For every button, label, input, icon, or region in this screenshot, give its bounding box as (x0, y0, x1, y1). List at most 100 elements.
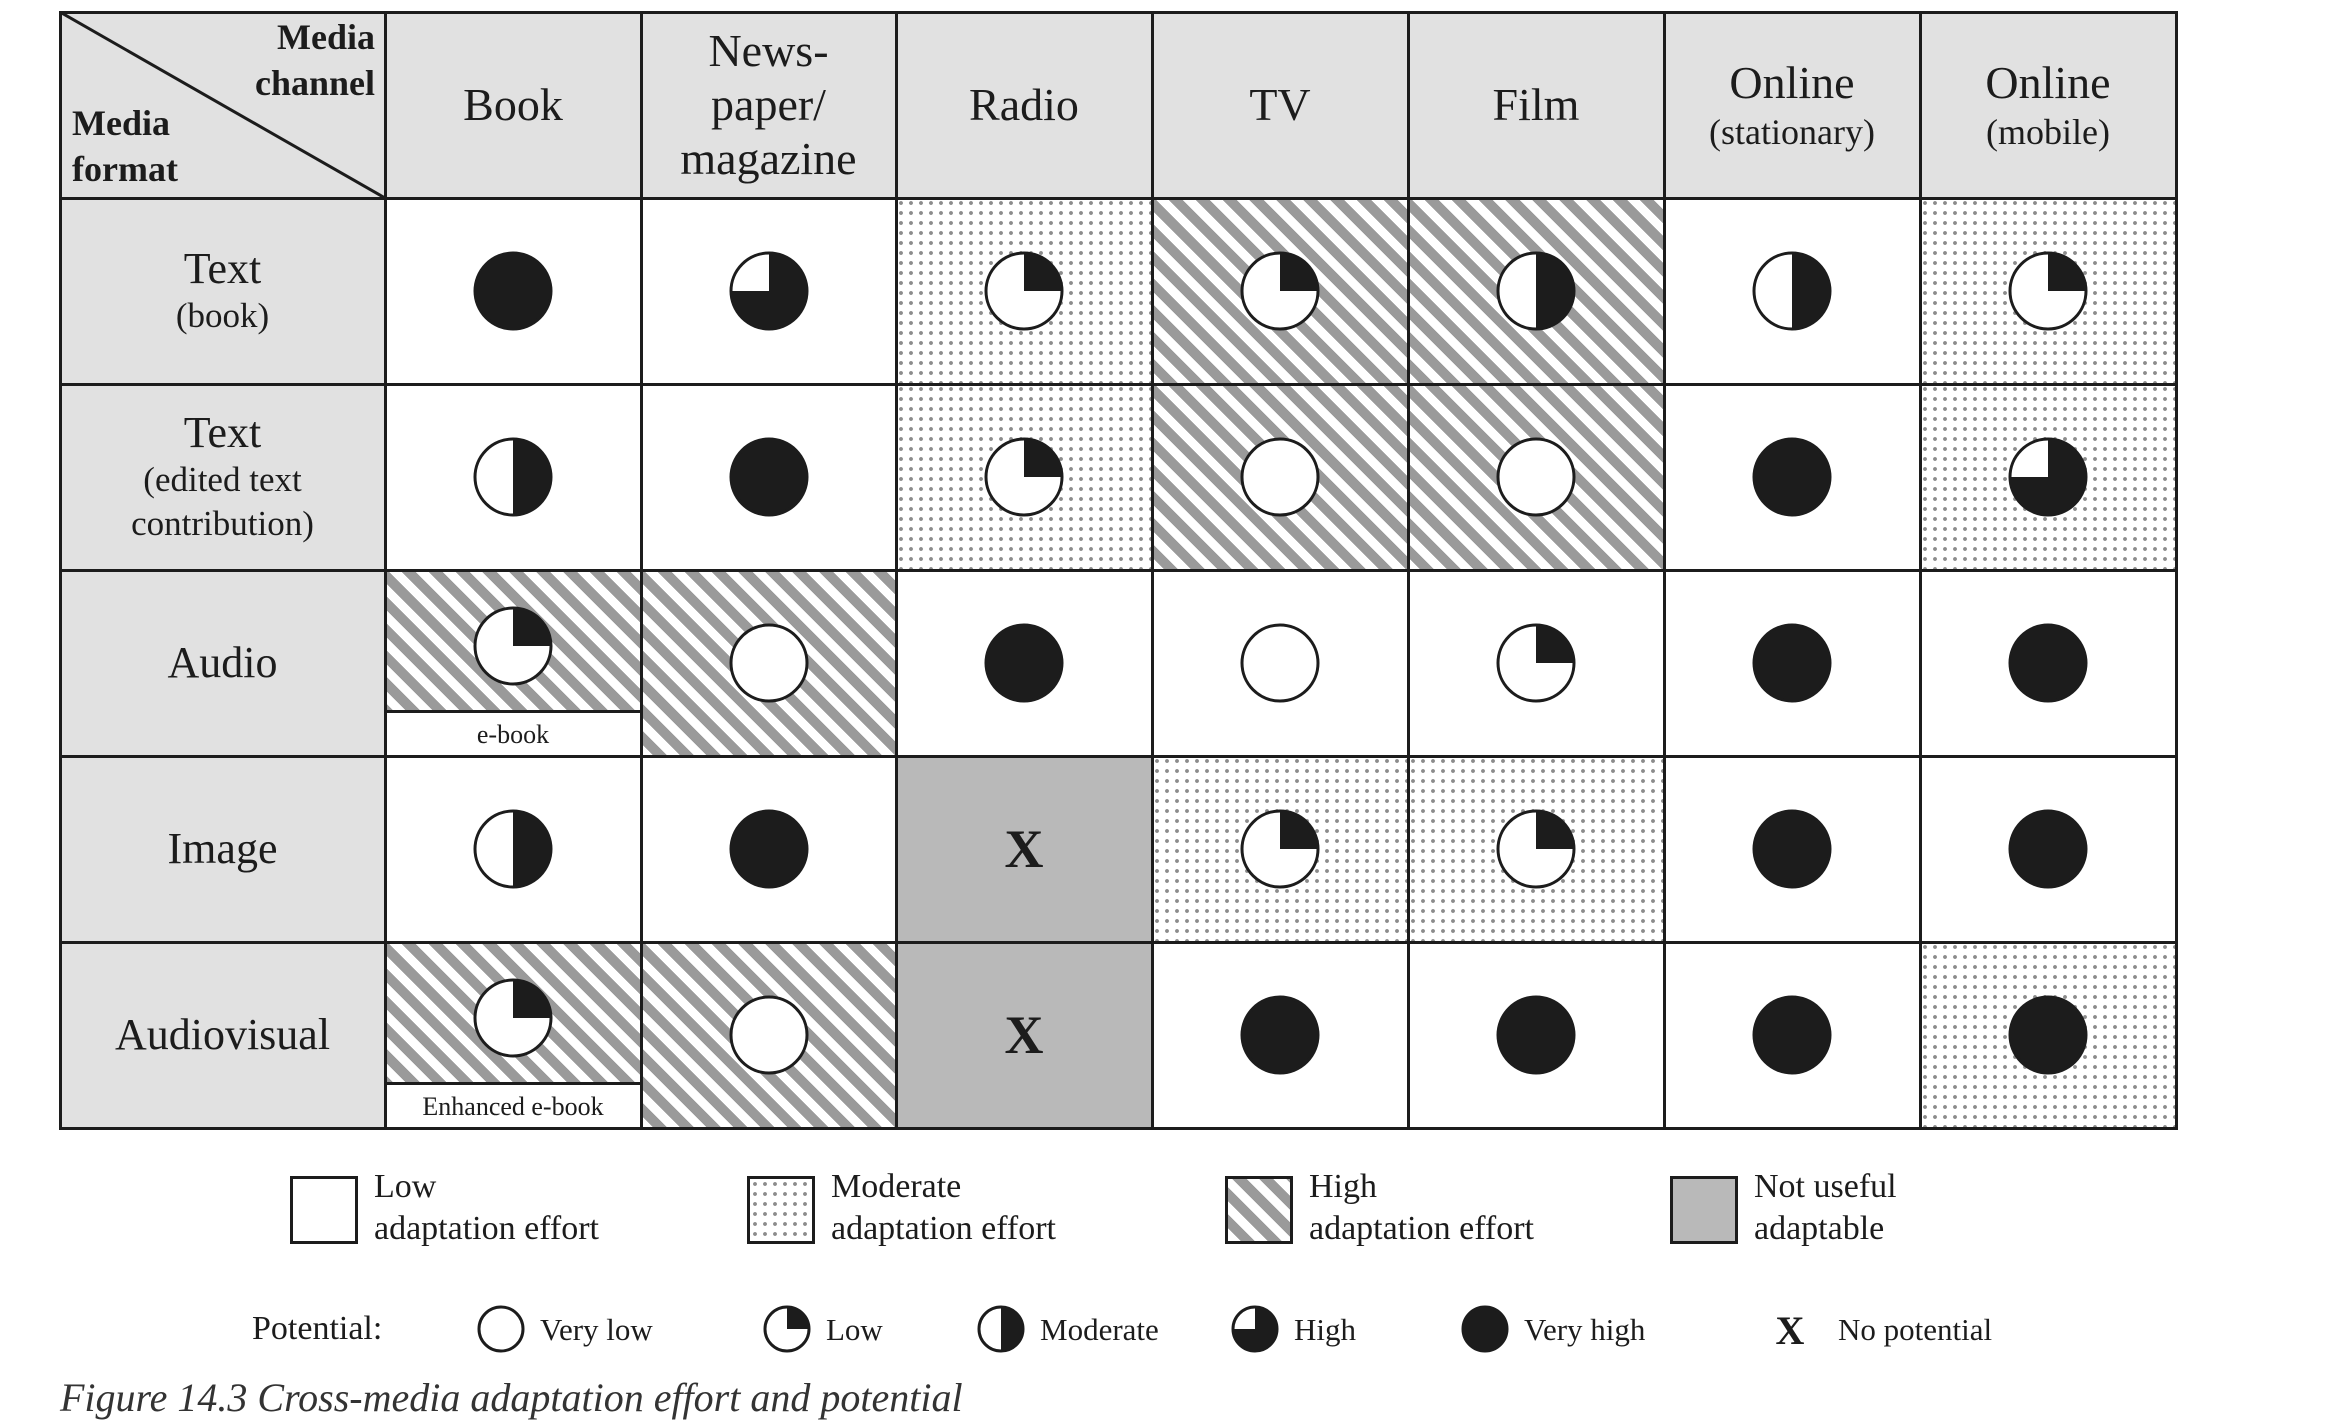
grid-line-horizontal (58, 382, 2178, 386)
column-header-7: Online(mobile) (1920, 12, 2176, 198)
potential-moderate-icon (473, 809, 553, 889)
matrix-cell-r3-c1: e-book (385, 570, 641, 756)
matrix-cell-r4-c5 (1408, 756, 1664, 942)
column-header-2-line-3: magazine (680, 133, 857, 184)
potential-moderate-icon (1752, 251, 1832, 331)
potential-very-high-icon (1240, 995, 1320, 1075)
cell-sublabel: e-book (385, 710, 641, 756)
row-header-5-line-1: Audiovisual (114, 1010, 331, 1059)
matrix-cell-r1-c2 (641, 198, 896, 384)
potential-very-low-icon (729, 995, 808, 1075)
matrix-cell-r4-c4 (1152, 756, 1408, 942)
corner-media-channel-label: Media channel (255, 14, 375, 106)
effort-legend-line2: adaptation effort (374, 1210, 600, 1247)
corner-bottom-line2: format (72, 149, 178, 189)
row-header-4: Image (60, 756, 385, 942)
matrix-cell-r1-c1 (385, 198, 641, 384)
grid-line-horizontal (58, 568, 2178, 572)
matrix-cell-r5-c3: X (896, 942, 1152, 1128)
potential-high-icon (2008, 437, 2088, 517)
potential-very-high-icon (2008, 995, 2088, 1075)
matrix-cell-r2-c7 (1920, 384, 2176, 570)
matrix-cell-r4-c7 (1920, 756, 2176, 942)
row-header-1-line-1: Text (183, 244, 262, 293)
column-header-3: Radio (896, 12, 1152, 198)
potential-legend-very-high-icon (1461, 1305, 1509, 1353)
potential-very-low-icon (729, 623, 808, 703)
matrix-cell-r4-c2 (641, 756, 896, 942)
potential-moderate-icon (473, 437, 553, 517)
potential-legend-high-icon (1231, 1305, 1279, 1353)
figure-caption: Figure 14.3 Cross-media adaptation effor… (60, 1375, 963, 1420)
corner-diagonal (60, 12, 385, 198)
row-header-1: Text(book) (60, 198, 385, 384)
potential-very-low-icon (1240, 623, 1320, 703)
corner-top-line1: Media (277, 17, 375, 57)
effort-swatch-high (1225, 1176, 1293, 1244)
matrix-cell-r4-c3: X (896, 756, 1152, 942)
column-header-3-line-1: Radio (969, 79, 1079, 130)
column-header-6: Online(stationary) (1664, 12, 1920, 198)
grid-line-horizontal (58, 10, 2178, 14)
matrix-cell-r2-c5 (1408, 384, 1664, 570)
potential-very-high-icon (2008, 623, 2088, 703)
potential-low-icon (473, 978, 553, 1058)
potential-very-low-icon (1240, 437, 1320, 517)
potential-very-high-icon (729, 437, 808, 517)
effort-legend-line2: adaptation effort (1309, 1210, 1535, 1247)
potential-legend-label: High (1294, 1312, 1356, 1347)
matrix-cell-r2-c3 (896, 384, 1152, 570)
effort-legend-line1: Low (374, 1168, 437, 1205)
matrix-cell-r3-c3 (896, 570, 1152, 756)
effort-legend-line2: adaptable (1754, 1210, 1885, 1247)
matrix-cell-r4-c6 (1664, 756, 1920, 942)
matrix-cell-r1-c6 (1664, 198, 1920, 384)
potential-moderate-icon (1496, 251, 1576, 331)
row-header-2-line-1: Text (183, 408, 262, 457)
column-header-2-line-2: paper/ (711, 79, 826, 130)
row-header-4-line-1: Image (167, 824, 278, 873)
potential-low-icon (984, 437, 1064, 517)
effort-legend-line1: Not useful (1754, 1168, 1897, 1205)
row-header-2-sub-2: contribution) (131, 504, 314, 543)
row-header-1-sub-1: (book) (175, 296, 270, 335)
matrix-cell-r5-c1: Enhanced e-book (385, 942, 641, 1128)
potential-very-high-icon (984, 623, 1064, 703)
column-header-4: TV (1152, 12, 1408, 198)
matrix-cell-r1-c7 (1920, 198, 2176, 384)
row-header-5: Audiovisual (60, 942, 385, 1128)
potential-legend-label: Very low (540, 1312, 653, 1347)
effort-legend-line2: adaptation effort (831, 1210, 1057, 1247)
potential-legend-very-low-icon (477, 1305, 525, 1353)
matrix-cell-r4-c1 (385, 756, 641, 942)
row-header-3: Audio (60, 570, 385, 756)
column-header-7-sub: (mobile) (1986, 112, 2110, 152)
matrix-cell-r3-c2 (641, 570, 896, 756)
potential-low-icon (2008, 251, 2088, 331)
matrix-cell-r5-c6 (1664, 942, 1920, 1128)
matrix-cell-r5-c7 (1920, 942, 2176, 1128)
matrix-cell-r1-c3 (896, 198, 1152, 384)
matrix-cell-r1-c5 (1408, 198, 1664, 384)
column-header-5-line-1: Film (1492, 79, 1580, 130)
effort-swatch-moderate (747, 1176, 815, 1244)
no-potential-mark: X (1004, 819, 1044, 879)
grid-line-horizontal (58, 1126, 2178, 1130)
column-header-1: Book (385, 12, 641, 198)
potential-low-icon (1496, 809, 1576, 889)
potential-very-high-icon (1752, 437, 1832, 517)
potential-high-icon (729, 251, 808, 331)
potential-low-icon (984, 251, 1064, 331)
matrix-cell-r3-c5 (1408, 570, 1664, 756)
matrix-cell-r5-c2 (641, 942, 896, 1128)
no-potential-legend-mark: X (1775, 1308, 1805, 1353)
corner-header: Media channel Media format (60, 12, 385, 198)
potential-very-high-icon (1752, 995, 1832, 1075)
potential-legend-title: Potential: (252, 1310, 383, 1347)
potential-very-high-icon (473, 251, 553, 331)
matrix-cell-r3-c7 (1920, 570, 2176, 756)
row-header-2-sub-1: (edited text (143, 460, 302, 499)
grid-line-horizontal (58, 940, 2178, 944)
potential-very-high-icon (729, 809, 808, 889)
column-header-2: News-paper/magazine (641, 12, 896, 198)
